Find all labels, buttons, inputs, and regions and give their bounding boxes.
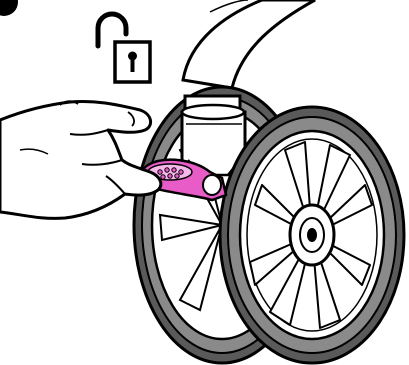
stroller-frame — [183, 0, 315, 88]
wheel-icon — [220, 107, 404, 363]
unlock-padlock-icon — [98, 14, 150, 82]
